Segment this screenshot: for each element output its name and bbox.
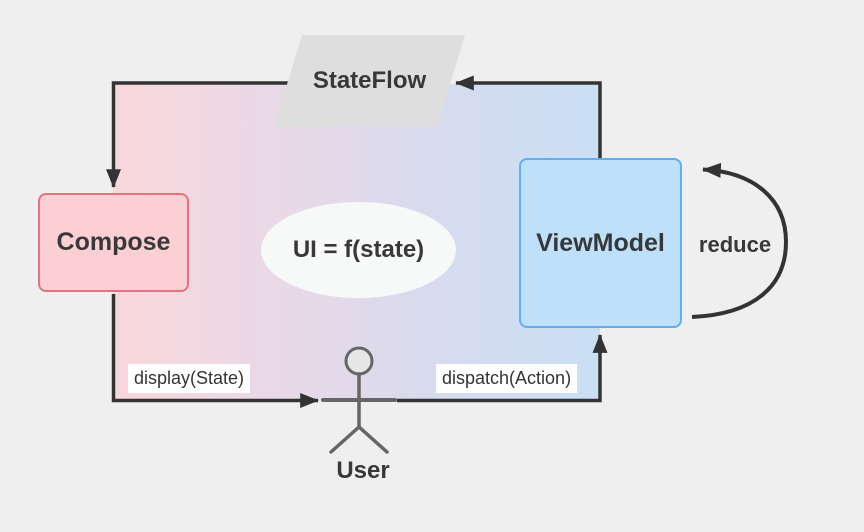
user-label: User — [336, 457, 390, 484]
edge-compose-to-user — [111, 294, 319, 408]
viewmodel-label: ViewModel — [536, 228, 665, 257]
viewmodel-node: ViewModel — [519, 158, 682, 328]
equation-label: UI = f(state) — [292, 236, 425, 263]
dispatch-action-label: dispatch(Action) — [436, 364, 578, 393]
display-state-label: display(State) — [128, 364, 251, 393]
edge-reduce-self-loop — [691, 162, 789, 319]
equation-ellipse: UI = f(state) — [261, 202, 456, 298]
user-head — [344, 346, 374, 376]
stateflow-label: StateFlow — [312, 67, 427, 94]
compose-node: Compose — [38, 193, 189, 292]
edge-viewmodel-to-stateflow — [455, 75, 602, 158]
user-stick-figure — [321, 346, 397, 454]
stateflow-node: StateFlow — [274, 35, 465, 127]
stateflow-parallelogram — [274, 35, 465, 127]
edge-stateflow-to-compose — [106, 81, 292, 188]
reduce-label: reduce — [698, 232, 772, 257]
user-legs — [329, 424, 389, 454]
edge-user-to-viewmodel — [397, 334, 608, 403]
compose-label: Compose — [56, 228, 171, 256]
